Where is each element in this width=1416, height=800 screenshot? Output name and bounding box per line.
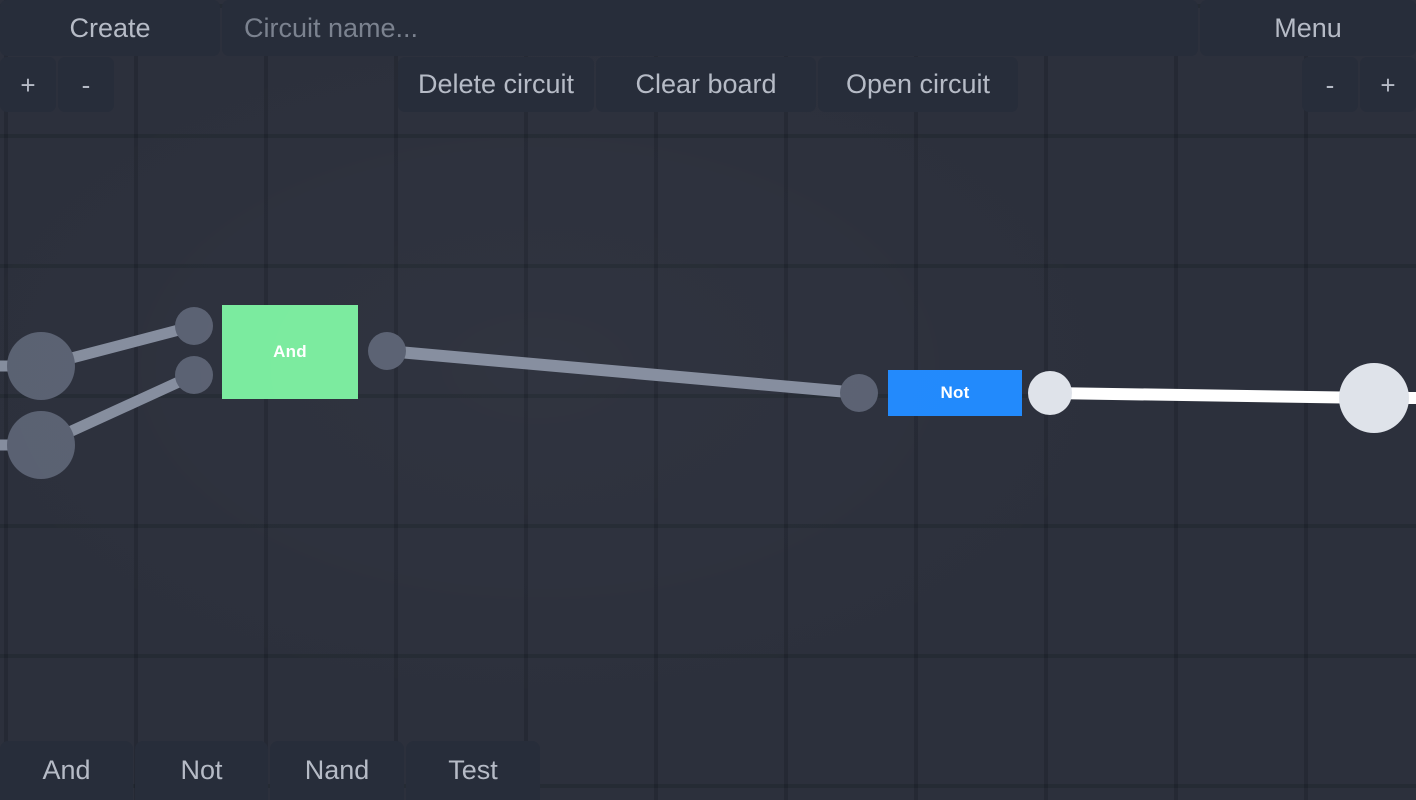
gate-label: Not xyxy=(940,383,970,402)
gate-and[interactable]: And xyxy=(222,305,358,399)
toolbar-spacer-right xyxy=(1018,57,1302,112)
zoom-out-button[interactable]: - xyxy=(58,57,114,112)
create-button[interactable]: Create xyxy=(0,0,220,56)
gate-output-node[interactable] xyxy=(1028,371,1072,415)
toolbar-primary: Create Menu xyxy=(0,0,1416,56)
toolbar-secondary: + - Delete circuit Clear board Open circ… xyxy=(0,57,1416,112)
terminal-node-output-z[interactable] xyxy=(1339,363,1409,433)
palette-item-nand[interactable]: Nand xyxy=(270,741,404,800)
gate-not[interactable]: Not xyxy=(888,370,1022,416)
clear-board-button[interactable]: Clear board xyxy=(596,57,816,112)
palette-item-and[interactable]: And xyxy=(0,741,133,800)
delete-circuit-button[interactable]: Delete circuit xyxy=(398,57,594,112)
menu-button[interactable]: Menu xyxy=(1200,0,1416,56)
gate-label: And xyxy=(273,342,307,361)
gate-input-node[interactable] xyxy=(840,374,878,412)
palette-item-test[interactable]: Test xyxy=(406,741,540,800)
circuit-name-input[interactable] xyxy=(222,0,1198,56)
terminal-node-input-a[interactable] xyxy=(7,332,75,400)
scale-up-button[interactable]: + xyxy=(1360,57,1416,112)
zoom-in-button[interactable]: + xyxy=(0,57,56,112)
wire[interactable] xyxy=(386,345,860,399)
gate-input-node[interactable] xyxy=(175,356,213,394)
open-circuit-button[interactable]: Open circuit xyxy=(818,57,1018,112)
toolbar-spacer-left xyxy=(114,57,398,112)
palette-item-not[interactable]: Not xyxy=(135,741,268,800)
terminal-node-input-b[interactable] xyxy=(7,411,75,479)
gate-input-node[interactable] xyxy=(175,307,213,345)
wire[interactable] xyxy=(1049,387,1375,404)
gate-output-node[interactable] xyxy=(368,332,406,370)
scale-down-button[interactable]: - xyxy=(1302,57,1358,112)
